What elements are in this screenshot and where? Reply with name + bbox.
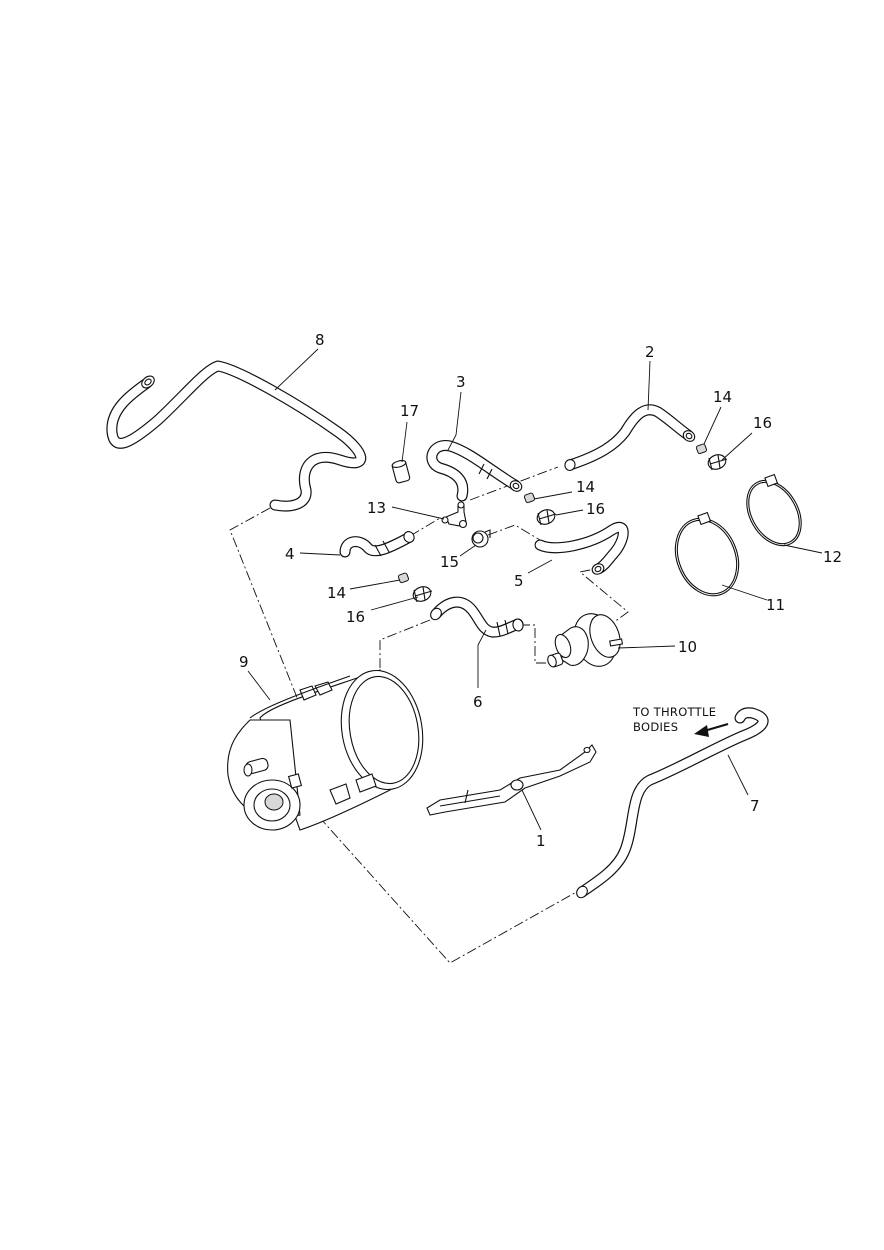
cable-ties [674, 473, 802, 597]
callout-9: 9 [239, 653, 249, 671]
callout-1: 1 [536, 832, 546, 850]
callout-17: 17 [400, 402, 419, 420]
callout-16-left: 16 [346, 608, 365, 626]
part-1-bracket [426, 744, 597, 816]
callout-14-mid: 14 [576, 478, 595, 496]
part-10-purge-valve [547, 613, 624, 668]
callout-12: 12 [823, 548, 842, 566]
part-4-hose [339, 531, 415, 558]
note-line-1: TO THROTTLE [632, 705, 716, 719]
note-line-2: BODIES [633, 720, 678, 734]
callout-14-left: 14 [327, 584, 346, 602]
clips-16 [412, 454, 728, 603]
callout-4: 4 [285, 545, 295, 563]
arrow-to-throttle-bodies [694, 722, 729, 737]
callout-11: 11 [766, 596, 785, 614]
callout-2: 2 [645, 343, 655, 361]
fittings-14 [397, 443, 708, 584]
part-2-hose [564, 404, 696, 471]
throttle-note: TO THROTTLE BODIES [632, 705, 716, 734]
callout-8: 8 [315, 331, 325, 349]
part-9-canister [227, 669, 424, 831]
callout-14-top: 14 [713, 388, 732, 406]
part-17-connector [391, 460, 411, 484]
part-7-hose [576, 707, 769, 899]
part-13-t-piece [441, 501, 468, 529]
callout-10: 10 [678, 638, 697, 656]
part-3-hose [426, 440, 523, 502]
callout-labels: 1 2 3 4 5 6 7 8 9 10 11 12 13 14 14 14 1… [239, 331, 842, 850]
part-8-vent-hose [106, 360, 367, 512]
callout-5: 5 [514, 572, 524, 590]
callout-13: 13 [367, 499, 386, 517]
callout-16-mid: 16 [586, 500, 605, 518]
callout-16-top: 16 [753, 414, 772, 432]
part-5-hose [534, 522, 629, 575]
leader-lines [247, 348, 823, 831]
callout-15: 15 [440, 553, 459, 571]
callout-3: 3 [456, 373, 466, 391]
part-15-clip [471, 529, 491, 548]
part-6-hose [430, 596, 524, 638]
callout-7: 7 [750, 797, 760, 815]
callout-6: 6 [473, 693, 483, 711]
